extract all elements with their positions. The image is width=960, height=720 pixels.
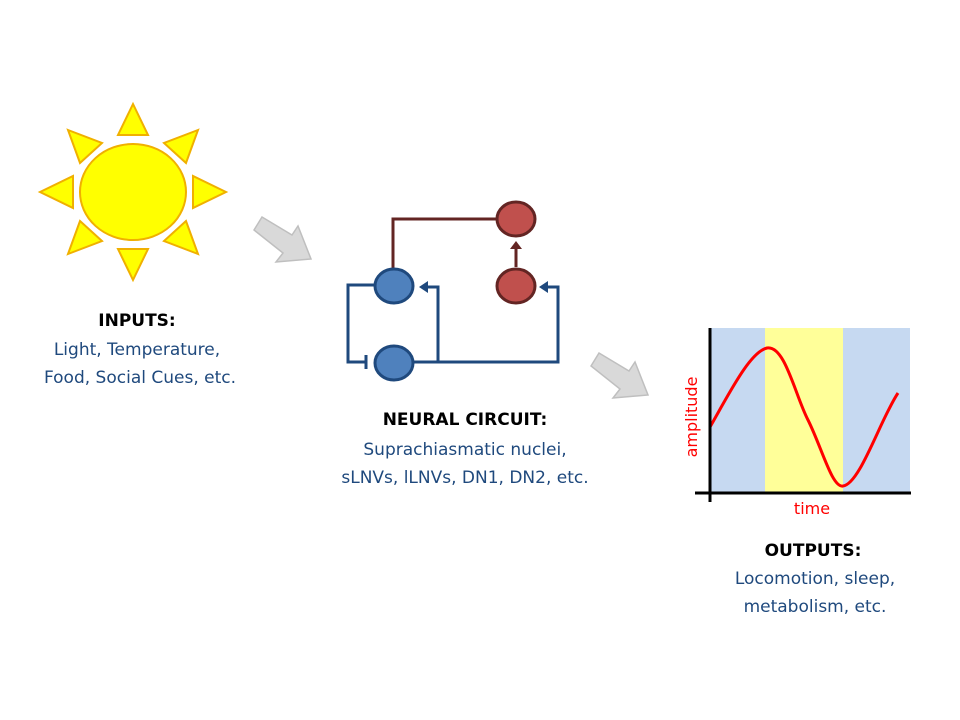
circuit-line-1: Suprachiasmatic nuclei, [363,440,566,460]
inputs-title: INPUTS: [98,311,175,331]
outputs-title: OUTPUTS: [765,541,862,561]
neuron-red-top [495,200,537,238]
rhythm-curve [708,346,900,488]
arrow-inputs-to-circuit [253,215,313,263]
y-axis-label: amplitude [682,377,701,458]
neuron-blue-bottom [373,344,415,382]
x-axis-label: time [794,499,830,518]
inputs-line-1: Light, Temperature, [54,340,220,360]
outputs-line-2: metabolism, etc. [744,597,887,617]
circuit-title: NEURAL CIRCUIT: [383,410,548,430]
inputs-line-2: Food, Social Cues, etc. [44,368,236,388]
circuit-line-2: sLNVs, lLNVs, DN1, DN2, etc. [341,468,588,488]
night-band [843,328,910,493]
outputs-line-1: Locomotion, sleep, [735,569,895,589]
output-plot: time amplitude [682,328,911,518]
sun-icon [37,101,229,283]
arrow-circuit-to-outputs [590,351,650,399]
neural-circuit [346,200,560,382]
neuron-blue-top [373,267,415,305]
neuron-red-bottom [495,267,537,305]
